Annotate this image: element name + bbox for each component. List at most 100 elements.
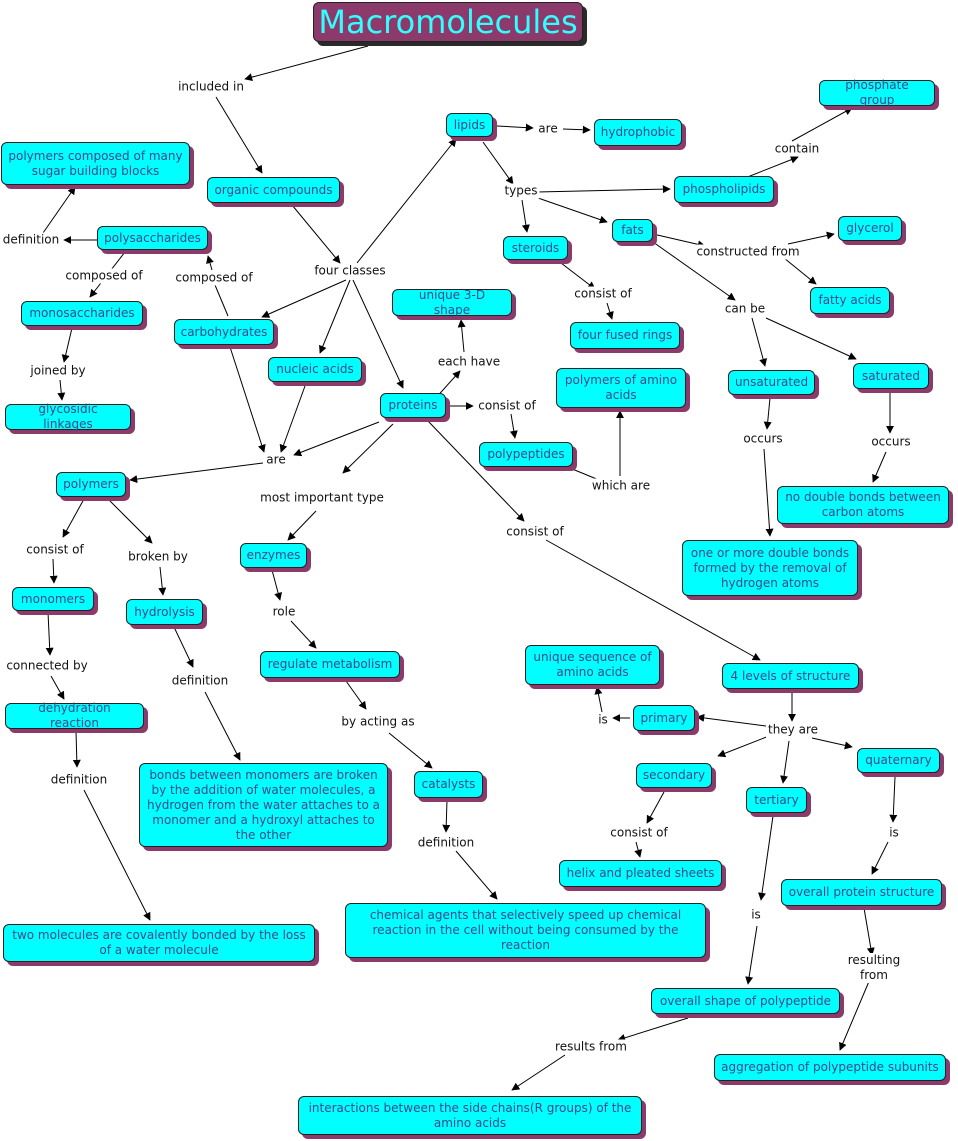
label-constructed-from: constructed from xyxy=(694,244,802,260)
connector-line xyxy=(352,279,404,389)
node-polymers-of-sugar[interactable]: polymers composed of many sugar building… xyxy=(1,142,190,185)
label-they-are: they are xyxy=(765,722,821,738)
connector-line xyxy=(763,397,772,430)
connector-line xyxy=(62,498,85,538)
connector-line xyxy=(158,566,167,596)
connector-line xyxy=(427,420,525,522)
node-lipids[interactable]: lipids xyxy=(446,113,493,137)
node-saturated[interactable]: saturated xyxy=(853,363,929,389)
label-consist-of-big: consist of xyxy=(504,524,566,540)
connector-line xyxy=(206,255,214,271)
node-tertiary[interactable]: tertiary xyxy=(746,787,807,813)
node-phosphate-group[interactable]: phosphate group xyxy=(819,78,935,107)
connector-line xyxy=(388,732,433,769)
node-no-double-bonds[interactable]: no double bonds between carbon atoms xyxy=(777,486,949,524)
connector-line xyxy=(287,510,317,541)
label-joined-by: joined by xyxy=(28,363,88,379)
node-polysaccharides[interactable]: polysaccharides xyxy=(97,226,208,250)
label-most-important-type: most important type xyxy=(258,490,386,506)
connector-line xyxy=(42,186,76,234)
node-hydrophobic[interactable]: hydrophobic xyxy=(594,119,682,146)
node-polymers[interactable]: polymers xyxy=(56,472,126,497)
connector-line xyxy=(871,841,889,875)
label-consist-of-steroids: consist of xyxy=(572,286,634,302)
connector-line xyxy=(290,620,317,649)
node-fatty-acids[interactable]: fatty acids xyxy=(810,287,890,314)
node-four-fused-rings[interactable]: four fused rings xyxy=(570,322,680,349)
label-included-in: included in xyxy=(176,79,246,95)
label-role: role xyxy=(270,604,298,620)
node-four-levels[interactable]: 4 levels of structure xyxy=(722,663,859,689)
node-overall-shape-polypeptide[interactable]: overall shape of polypeptide xyxy=(651,988,840,1014)
node-regulate-metabolism[interactable]: regulate metabolism xyxy=(260,651,400,678)
connector-line xyxy=(562,125,591,134)
node-unique-sequence[interactable]: unique sequence of amino acids xyxy=(525,645,660,685)
node-enzymes[interactable]: enzymes xyxy=(240,543,307,568)
node-overall-protein-structure[interactable]: overall protein structure xyxy=(781,879,942,906)
node-one-or-more-double-bonds[interactable]: one or more double bonds formed by the r… xyxy=(682,540,858,596)
node-polypeptides[interactable]: polypeptides xyxy=(479,442,573,467)
label-occurs-2: occurs xyxy=(869,434,913,450)
connector-line xyxy=(872,451,887,483)
connector-line xyxy=(560,262,596,290)
node-polymers-of-amino-acids[interactable]: polymers of amino acids xyxy=(556,368,686,408)
page-title: Macromolecules xyxy=(313,2,583,42)
connector-line xyxy=(780,740,790,784)
connector-line xyxy=(356,138,457,264)
node-monosaccharides[interactable]: monosaccharides xyxy=(21,301,143,326)
connector-line xyxy=(83,789,151,921)
node-dehydration-definition[interactable]: two molecules are covalently bonded by t… xyxy=(3,924,315,962)
node-unique-3d-shape[interactable]: unique 3-D shape xyxy=(392,288,512,317)
label-by-acting-as: by acting as xyxy=(339,714,417,730)
label-definition-catalysts: definition xyxy=(415,835,477,851)
connector-line xyxy=(717,735,770,758)
node-aggregation[interactable]: aggregation of polypeptide subunits xyxy=(714,1054,946,1081)
node-glycerol[interactable]: glycerol xyxy=(838,216,902,241)
connector-line xyxy=(536,185,671,194)
node-quaternary[interactable]: quaternary xyxy=(857,748,940,773)
node-nucleic-acids[interactable]: nucleic acids xyxy=(268,357,362,382)
connector-line xyxy=(57,379,66,401)
node-helix-pleated-sheets[interactable]: helix and pleated sheets xyxy=(559,860,722,887)
node-organic-compounds[interactable]: organic compounds xyxy=(207,177,340,203)
connector-line xyxy=(319,279,351,354)
connector-line xyxy=(889,776,898,823)
node-steroids[interactable]: steroids xyxy=(503,236,568,260)
label-types: types xyxy=(502,183,540,199)
label-definition-poly: definition xyxy=(0,232,62,248)
label-composed-of-1: composed of xyxy=(63,268,145,284)
connector-line xyxy=(652,241,736,301)
connector-line xyxy=(455,850,498,900)
connector-line xyxy=(751,317,767,367)
label-are-lipids: are xyxy=(536,121,560,137)
node-unsaturated[interactable]: unsaturated xyxy=(728,370,815,395)
connector-line xyxy=(744,155,799,179)
node-catalysts-definition[interactable]: chemical agents that selectively speed u… xyxy=(345,903,706,958)
label-composed-of-2: composed of xyxy=(173,270,255,286)
node-phospholipids[interactable]: phospholipids xyxy=(674,176,774,203)
label-can-be: can be xyxy=(722,301,768,317)
connector-line xyxy=(345,680,367,710)
connector-line xyxy=(342,423,394,474)
label-which-are: which are xyxy=(589,478,653,494)
connector-line xyxy=(49,558,58,584)
node-secondary[interactable]: secondary xyxy=(636,763,712,788)
node-hydrolysis[interactable]: hydrolysis xyxy=(126,599,203,625)
connector-line xyxy=(652,233,706,249)
node-fats[interactable]: fats xyxy=(612,219,653,242)
connector-line xyxy=(457,319,466,353)
node-interactions[interactable]: interactions between the side chains(R g… xyxy=(298,1096,642,1135)
node-monomers[interactable]: monomers xyxy=(12,587,94,611)
label-resulting-from: resulting from xyxy=(832,953,916,983)
node-dehydration-reaction[interactable]: dehydration reaction xyxy=(5,701,144,730)
node-primary[interactable]: primary xyxy=(633,705,695,731)
node-carbohydrates[interactable]: carbohydrates xyxy=(174,319,274,345)
node-glycosidic-linkages[interactable]: glycosidic linkages xyxy=(5,402,131,431)
connector-line xyxy=(745,925,758,985)
node-catalysts[interactable]: catalysts xyxy=(414,771,483,798)
connector-line xyxy=(787,231,835,245)
connector-line xyxy=(509,413,518,439)
node-proteins[interactable]: proteins xyxy=(380,393,446,418)
node-hydrolysis-definition[interactable]: bonds between monomers are broken by the… xyxy=(139,763,388,847)
